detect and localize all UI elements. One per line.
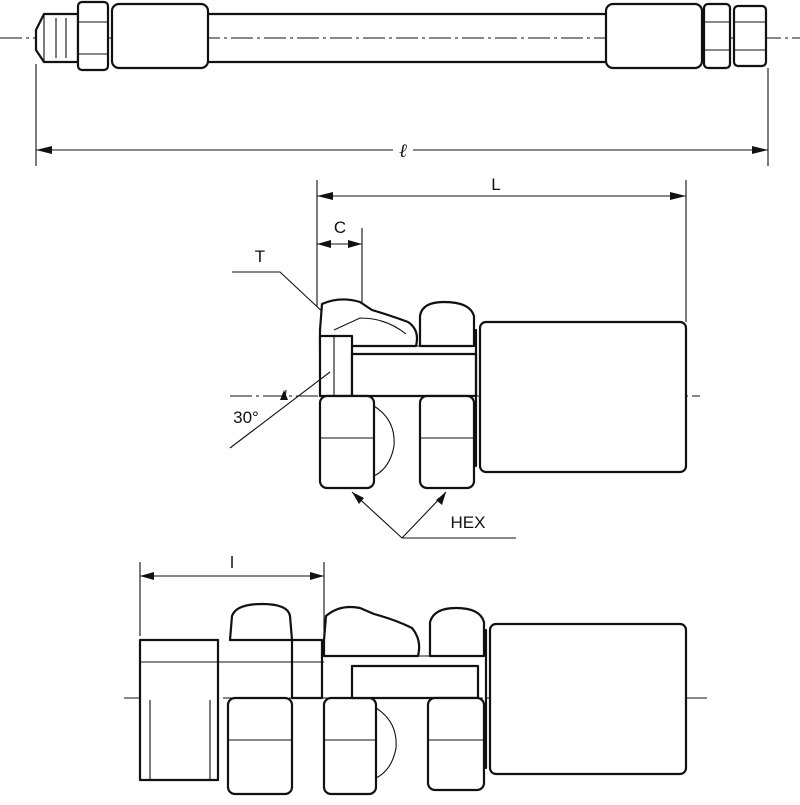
ferrule-sleeve <box>478 320 688 474</box>
hose-assembly-view: ℓ <box>0 0 800 166</box>
union-ferrule-sleeve <box>488 622 688 776</box>
flare-angle-label: 30° <box>233 408 259 427</box>
inner-body <box>350 352 478 398</box>
union-hex-1-lower <box>226 696 294 796</box>
flare-angle-line <box>229 371 331 449</box>
union-hex-3-top <box>428 606 486 658</box>
length-C-label: C <box>334 218 346 237</box>
hex-leader-1 <box>351 491 516 539</box>
union-fitting-view: l <box>124 553 710 796</box>
thread-length-l-label: l <box>230 553 234 572</box>
left-hex-nut <box>76 0 110 72</box>
flare-seat <box>318 334 354 398</box>
union-hex-2-lower <box>322 696 378 796</box>
overall-length-label: ℓ <box>399 140 407 162</box>
length-L-label: L <box>491 175 500 194</box>
middle-hex-nut-lower <box>418 394 476 490</box>
right-swivel-nut <box>732 4 768 68</box>
swivel-fitting-view: L C T 30° <box>229 175 700 539</box>
swivel-hex-nut-lower <box>318 394 376 490</box>
union-threaded-end <box>138 638 220 782</box>
union-swivel-nut-section <box>322 605 421 658</box>
middle-hex-nut-top <box>418 300 476 348</box>
union-hex-1-top <box>228 602 294 642</box>
left-ferrule <box>110 2 210 70</box>
hex-label: HEX <box>451 513 486 532</box>
right-ferrule <box>604 2 704 70</box>
left-threaded-end <box>34 12 80 64</box>
swivel-nut-section <box>318 298 419 348</box>
thread-T-label: T <box>255 247 265 266</box>
right-hex-nut <box>702 2 732 70</box>
union-hex-3-lower <box>426 696 486 792</box>
union-inner-body <box>350 664 480 700</box>
